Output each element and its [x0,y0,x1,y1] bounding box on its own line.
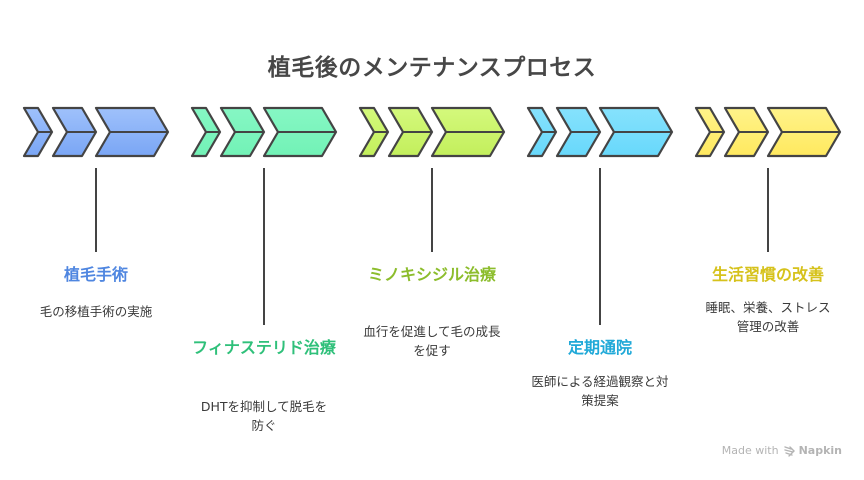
footer-attribution: Made with Napkin [722,444,842,457]
step-3-description: 血行を促進して毛の成長を促す [363,324,501,358]
step-1-description: 毛の移植手術の実施 [39,304,153,319]
step-4-description: 医師による経過観察と対策提案 [531,374,669,408]
step-5-title: 生活習慣の改善 [711,265,824,284]
step-4-title: 定期通院 [567,338,632,357]
footer-prefix: Made with [721,444,779,457]
step-2-title: フィナステリド治療 [192,338,336,357]
footer-brand: Napkin [798,444,842,457]
diagram-title: 植毛後のメンテナンスプロセス [267,55,597,81]
step-5-description: 睡眠、栄養、ストレス管理の改善 [705,300,831,334]
step-2-chevrons [190,106,338,158]
step-1-title: 植毛手術 [63,265,128,284]
step-2-description: DHTを抑制して脱毛を防ぐ [200,399,328,433]
napkin-logo-icon [783,445,795,457]
step-1-chevrons [22,106,170,158]
step-4-chevrons [526,106,674,158]
step-3-title: ミノキシジル治療 [367,265,496,284]
step-3-chevrons [358,106,506,158]
step-5-chevrons [694,106,842,158]
